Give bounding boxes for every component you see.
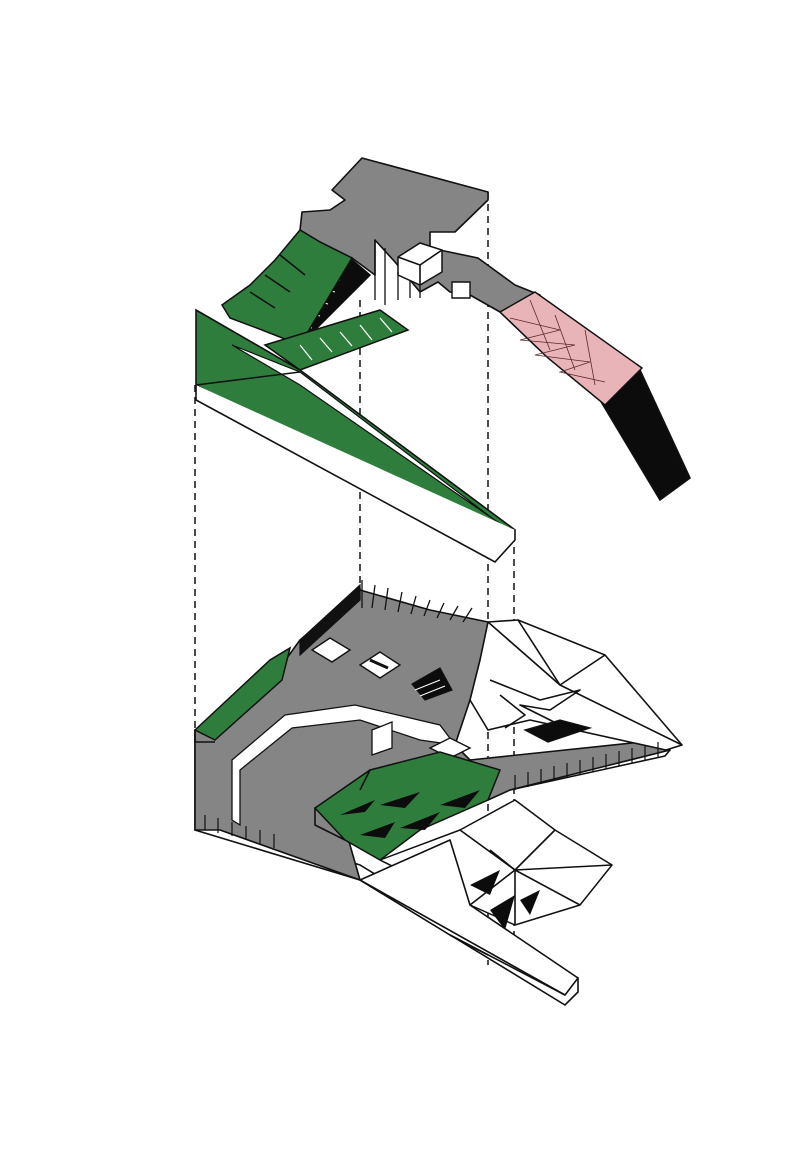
- colonnade: [514, 742, 659, 790]
- green-step-band: [263, 309, 410, 371]
- light-well-d: [371, 721, 393, 756]
- green-terrace: [220, 229, 354, 346]
- pink-hatching: [509, 299, 606, 386]
- roof-dark-slot: [411, 667, 453, 701]
- light-well-a: [310, 637, 352, 663]
- planted-steps: [313, 751, 502, 861]
- lower-level: [193, 580, 683, 1007]
- upper-level: [195, 157, 692, 564]
- ramp-edge: [195, 385, 516, 564]
- roof-folds-a: [487, 619, 683, 746]
- lower-front-fence: [204, 815, 275, 848]
- lower-back-railing: [361, 580, 473, 623]
- roof-folds-b: [459, 829, 613, 925]
- upper-railing: [374, 240, 421, 305]
- planted-step-shadows: [340, 790, 480, 838]
- pink-panel: [498, 291, 644, 407]
- upper-notch: [451, 281, 471, 299]
- roof-opening: [523, 719, 593, 743]
- lower-left-wall: [299, 583, 361, 657]
- green-strip: [193, 646, 292, 741]
